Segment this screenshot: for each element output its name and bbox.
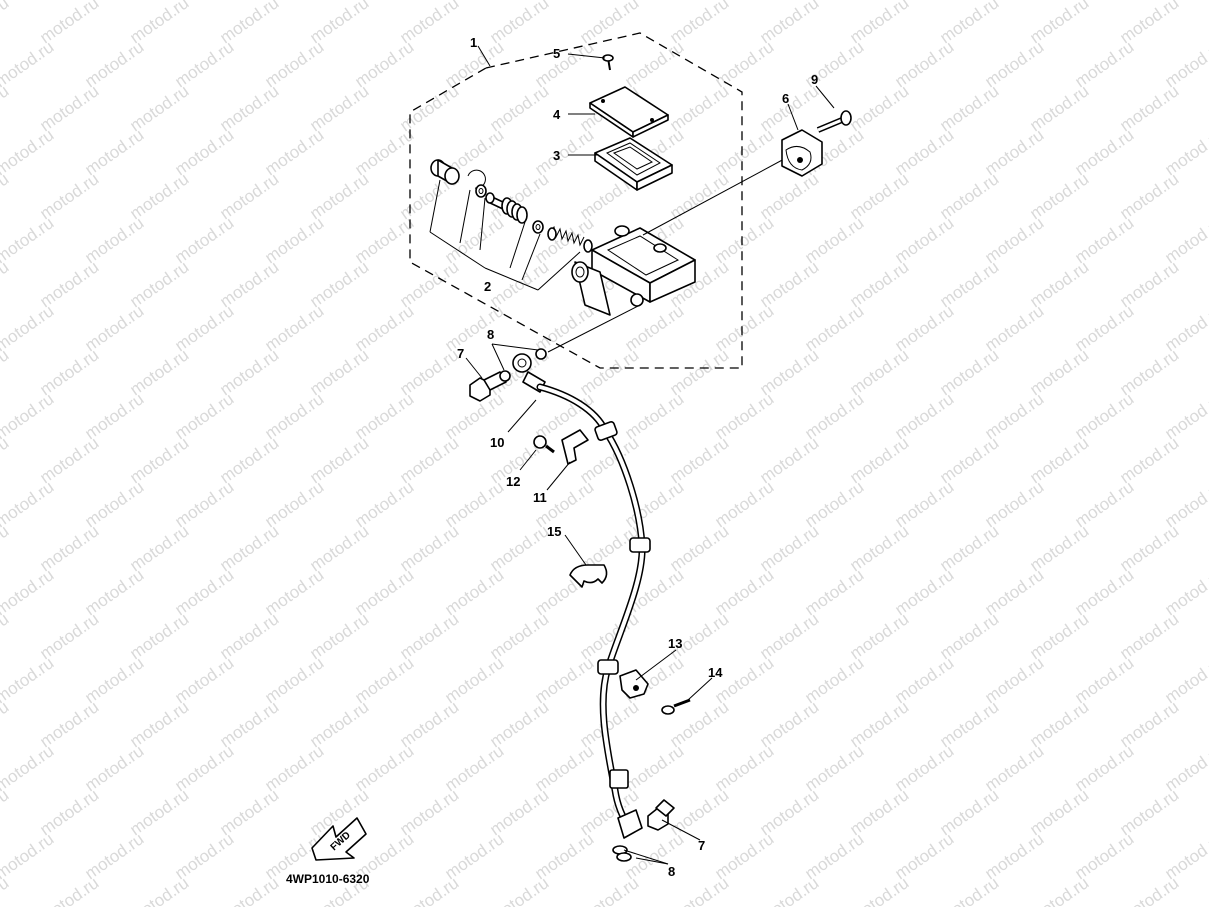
watermark-text: motod.ru	[0, 301, 57, 355]
union-bolt-7-lower	[647, 799, 675, 831]
piston-kit-2	[429, 159, 593, 291]
washers-8-upper	[499, 348, 547, 382]
watermark-text: motod.ru	[1116, 873, 1182, 907]
watermark-text: motod.ru	[0, 829, 57, 883]
watermark-text: motod.ru	[0, 37, 57, 91]
callouts: 1 5 4 3 6 9 2 8 7 10 12 11 15 13 14 7 8	[457, 35, 818, 879]
washers-8-lower	[612, 845, 632, 862]
callout-5: 5	[553, 46, 560, 61]
brake-hose	[536, 383, 651, 834]
master-cylinder-body	[547, 157, 787, 353]
callout-4: 4	[553, 107, 561, 122]
watermark-text: motod.ru	[0, 169, 12, 223]
callout-13: 13	[668, 636, 682, 651]
callout-8-upper: 8	[487, 327, 494, 342]
watermark-text: motod.ru	[396, 873, 462, 907]
watermark-text: motod.ru	[0, 389, 57, 443]
fwd-arrow-icon: FWD	[311, 817, 367, 861]
hose-banjo-lower	[617, 809, 643, 839]
hose-banjo-10	[512, 353, 546, 393]
watermark-text: motod.ru	[0, 521, 12, 575]
callout-7-lower: 7	[698, 838, 705, 853]
leader-lines	[465, 45, 835, 865]
callout-1: 1	[470, 35, 477, 50]
watermark-text: motod.ru	[0, 565, 57, 619]
callout-11: 11	[533, 490, 547, 505]
watermark-text: motod.ru	[486, 873, 552, 907]
watermark-text: motod.ru	[0, 0, 57, 3]
watermark-text: motod.ru	[1026, 873, 1092, 907]
watermark-text: motod.ru	[0, 345, 12, 399]
assembly-boundary	[409, 32, 743, 369]
callout-10: 10	[490, 435, 504, 450]
watermark-text: motod.ru	[216, 873, 282, 907]
callout-15: 15	[547, 524, 561, 539]
watermark-text: motod.ru	[0, 741, 57, 795]
callout-9: 9	[811, 72, 818, 87]
callout-8-lower: 8	[668, 864, 675, 879]
watermark-text: motod.ru	[0, 609, 12, 663]
callout-7-upper: 7	[457, 346, 464, 361]
watermark-text: motod.ru	[0, 477, 57, 531]
watermark-text: motod.ru	[0, 433, 12, 487]
clamp-11	[561, 429, 589, 465]
watermark-text: motod.ru	[0, 81, 12, 135]
screw-14	[661, 698, 691, 715]
clamp-13	[619, 669, 649, 699]
holder-6	[781, 129, 823, 177]
callout-14: 14	[708, 665, 723, 680]
bolt-9	[816, 110, 852, 133]
watermark-text: motod.ru	[0, 785, 12, 839]
diagram-code: 4WP1010-6320	[286, 872, 370, 886]
screw-12	[533, 435, 555, 454]
watermark-text: motod.ru	[576, 873, 642, 907]
watermark-text: motod.ru	[0, 257, 12, 311]
watermark-text: motod.ru	[756, 873, 822, 907]
watermark-text: motod.ru	[0, 653, 57, 707]
watermark-text: motod.ru	[0, 125, 57, 179]
callout-12: 12	[506, 474, 520, 489]
watermark-text: motod.ru	[0, 697, 12, 751]
reservoir-cap-4	[589, 86, 669, 138]
watermark-text: motod.ru	[666, 873, 732, 907]
callout-6: 6	[782, 91, 789, 106]
callout-3: 3	[553, 148, 560, 163]
watermark-text: motod.ru	[936, 873, 1002, 907]
watermark-text: motod.ru	[36, 873, 102, 907]
diaphragm-3	[594, 137, 673, 191]
callout-2: 2	[484, 279, 491, 294]
hose-guide-15	[569, 564, 608, 588]
watermark-text: motod.ru	[846, 873, 912, 907]
watermark-text: motod.ru	[126, 873, 192, 907]
watermark-text: motod.ru	[0, 213, 57, 267]
watermark-text: motod.ru	[0, 0, 12, 47]
screw-5	[602, 54, 614, 71]
